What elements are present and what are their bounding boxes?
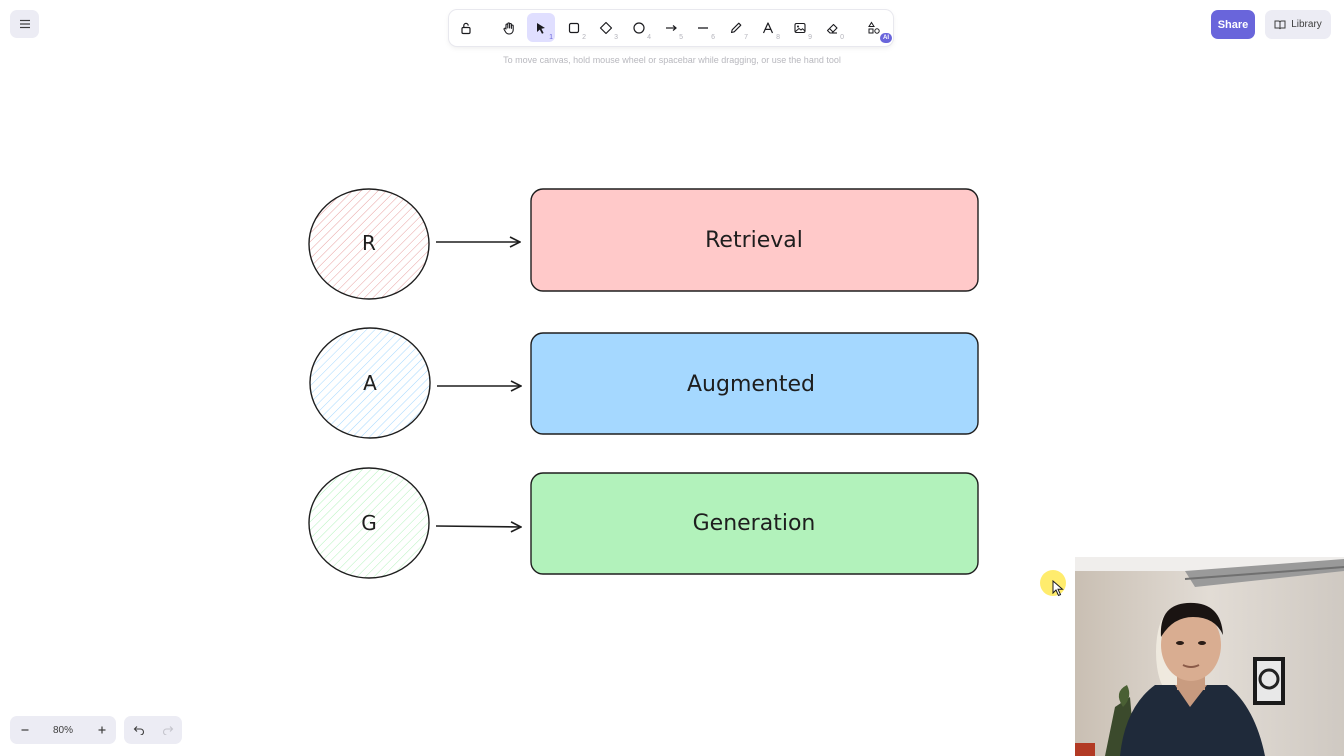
shapes-icon (868, 21, 880, 34)
circle-letter-r: R (362, 231, 376, 255)
circle-letter-a: A (363, 371, 377, 395)
tool-key: 0 (840, 34, 844, 41)
tool-key: 8 (776, 34, 780, 41)
share-button[interactable]: Share (1211, 10, 1255, 39)
tool-image[interactable]: 9 (786, 13, 814, 42)
hand-icon (503, 21, 514, 35)
library-label: Library (1291, 19, 1322, 30)
lock-icon (461, 22, 471, 34)
arrow-g[interactable] (435, 526, 521, 527)
ai-badge: AI (880, 33, 892, 43)
diagram-row-r: R Retrieval (308, 188, 979, 300)
zoom-level[interactable]: 80% (52, 724, 73, 736)
redo-icon (162, 726, 173, 735)
tool-selection[interactable]: 1 (527, 13, 555, 42)
zoom-out-button[interactable] (10, 716, 39, 744)
zoom-in-button[interactable] (87, 716, 116, 744)
main-menu-button[interactable] (10, 10, 39, 38)
tool-ellipse[interactable]: 4 (625, 13, 653, 42)
circle-r[interactable] (308, 188, 430, 300)
circle-a[interactable] (309, 327, 431, 439)
redo-button[interactable] (153, 716, 182, 744)
box-generation[interactable] (530, 472, 979, 575)
box-augmented[interactable] (530, 332, 979, 435)
tool-arrow[interactable]: 5 (657, 13, 685, 42)
diagram-row-a: A Augmented (309, 327, 979, 439)
tool-key: 9 (808, 34, 812, 41)
tool-key: 5 (679, 34, 683, 41)
undo-icon (133, 726, 144, 735)
minus-icon (21, 729, 28, 731)
presenter-video-icon (1075, 557, 1344, 756)
tool-key: 4 (647, 34, 651, 41)
ellipse-icon (633, 21, 645, 34)
box-label-augmented: Augmented (687, 372, 815, 397)
arrow-icon (666, 24, 677, 31)
tool-draw[interactable]: 7 (722, 13, 750, 42)
box-label-generation: Generation (693, 511, 816, 536)
undo-button[interactable] (124, 716, 153, 744)
webcam-overlay (1075, 557, 1344, 756)
tool-key: 6 (711, 34, 715, 41)
tool-key: 1 (549, 34, 553, 41)
image-icon (794, 22, 806, 33)
diamond-icon (599, 21, 613, 34)
zoom-controls: 80% (10, 716, 116, 744)
tool-key: 7 (744, 34, 748, 41)
circle-g[interactable] (308, 467, 430, 579)
tool-eraser[interactable]: 0 (818, 13, 846, 42)
tool-line[interactable]: 6 (689, 13, 717, 42)
tool-diamond[interactable]: 3 (592, 13, 620, 42)
hamburger-icon (19, 19, 30, 29)
plus-icon (98, 726, 105, 734)
pencil-icon (730, 22, 742, 33)
tool-lock[interactable] (452, 13, 480, 42)
tool-key: 2 (582, 34, 586, 41)
text-icon (762, 21, 774, 33)
history-controls (124, 716, 182, 744)
pointer-icon (537, 22, 545, 34)
rectangle-icon (568, 22, 580, 33)
tool-rectangle[interactable]: 2 (560, 13, 588, 42)
mouse-cursor-icon (1052, 580, 1064, 597)
box-label-retrieval: Retrieval (705, 228, 803, 253)
line-icon (698, 26, 708, 29)
tool-hand[interactable] (495, 13, 523, 42)
tool-key: 3 (614, 34, 618, 41)
eraser-icon (826, 23, 838, 34)
book-icon (1274, 20, 1286, 30)
shape-toolbar: 1 2 3 4 5 (449, 10, 893, 46)
library-button[interactable]: Library (1265, 10, 1331, 39)
circle-letter-g: G (361, 511, 377, 535)
box-retrieval[interactable] (530, 188, 979, 292)
diagram-row-g: G Generation (308, 467, 979, 579)
canvas-hint: To move canvas, hold mouse wheel or spac… (503, 55, 841, 65)
tool-more[interactable]: AI (860, 13, 892, 43)
tool-text[interactable]: 8 (754, 13, 782, 42)
